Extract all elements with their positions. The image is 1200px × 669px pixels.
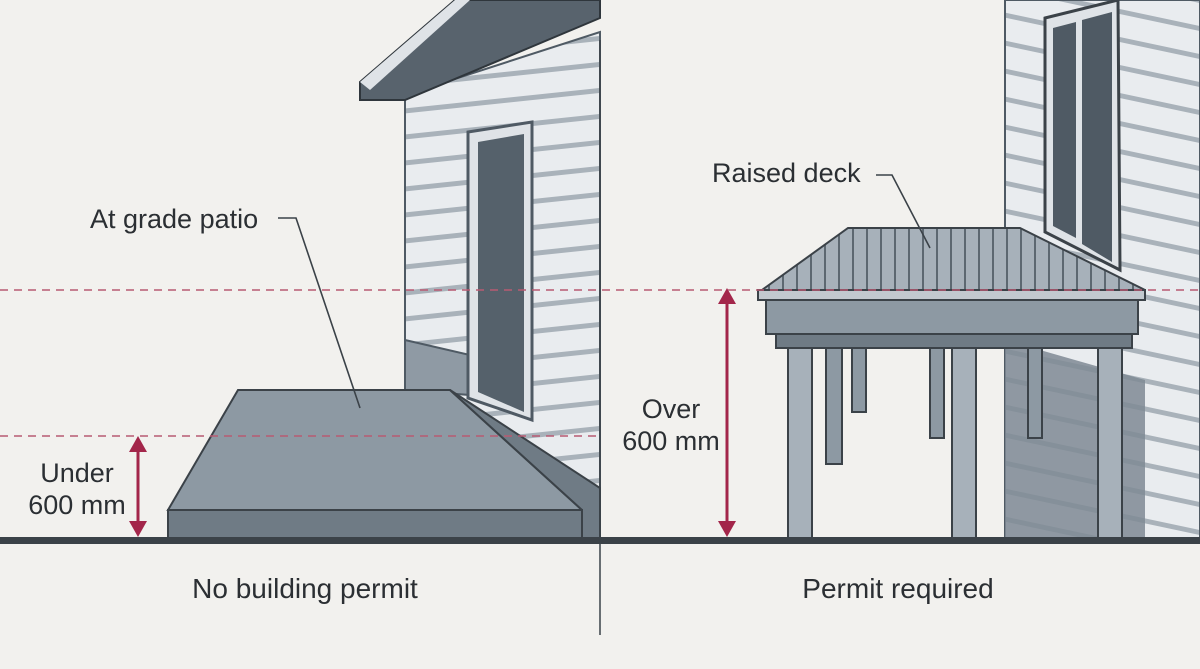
under-600-dimension: Under 600 mm (28, 436, 147, 537)
over-label-line1: Over (642, 394, 701, 424)
over-600-dimension: Over 600 mm (622, 288, 736, 537)
raised-deck (757, 227, 1146, 539)
right-caption: Permit required (802, 573, 993, 604)
right-panel: Raised deck Over 600 mm Permit required (622, 0, 1200, 604)
under-label-line2: 600 mm (28, 490, 126, 520)
under-label-line1: Under (40, 458, 114, 488)
at-grade-patio (166, 389, 601, 541)
house-wall-left (359, 0, 601, 490)
roof (359, 0, 601, 101)
left-caption: No building permit (192, 573, 418, 604)
over-label-line2: 600 mm (622, 426, 720, 456)
deck-callout: Raised deck (712, 158, 931, 249)
patio-callout: At grade patio (90, 204, 361, 409)
deck-callout-label: Raised deck (712, 158, 861, 188)
patio-callout-label: At grade patio (90, 204, 258, 234)
left-panel: At grade patio Under 600 mm No building … (28, 0, 601, 604)
